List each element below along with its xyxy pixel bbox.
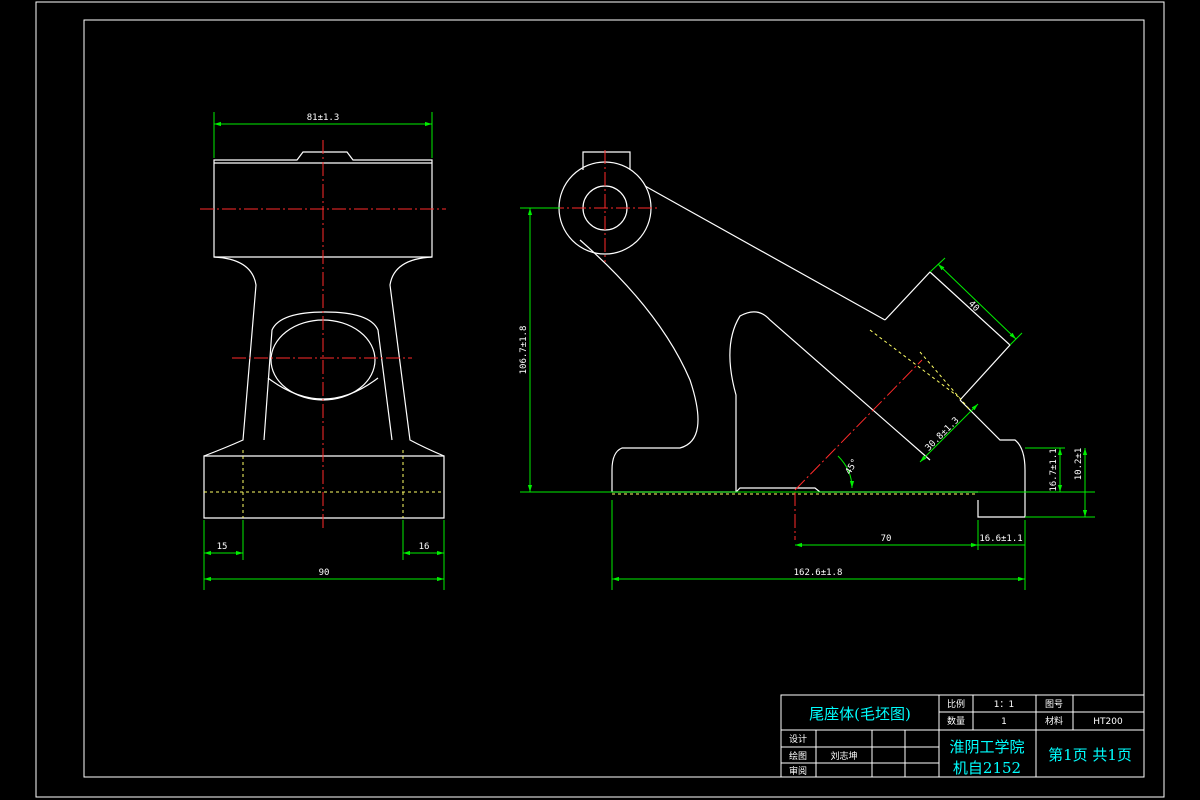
dim-front-flange-left: 15 — [217, 542, 228, 552]
inner-drawing-frame — [83, 19, 1145, 778]
dim-side-height: 106.7±1.8 — [519, 326, 529, 375]
qty-label: 数量 — [947, 715, 965, 727]
part-name: 尾座体(毛坯图) — [809, 705, 911, 723]
dim-front-flange-right: 16 — [419, 542, 430, 552]
review-label: 审阅 — [789, 765, 807, 777]
side-slot-lower — [959, 399, 1026, 518]
dim-front-width-bottom: 90 — [319, 568, 330, 578]
title-block: 尾座体(毛坯图) 比例 1：1 图号 数量 1 材料 HT200 设计 绘图 刘… — [780, 694, 1145, 778]
class-name: 机自2152 — [953, 759, 1021, 777]
front-neck-right — [389, 256, 445, 457]
dim-line-slant — [919, 403, 979, 463]
drawn-label: 绘图 — [789, 750, 807, 762]
dim-side-step: 16.6±1.1 — [979, 534, 1022, 544]
dim-ext — [929, 257, 946, 273]
side-slot-block — [884, 271, 1011, 401]
dim-side-slot-width: 40 — [966, 299, 981, 314]
side-center-slant — [794, 359, 923, 491]
dim-side-small-1: 16.7±1.1 — [1049, 448, 1059, 491]
front-top-block — [213, 151, 433, 258]
drawing-no-label: 图号 — [1045, 699, 1063, 710]
side-inner-web — [729, 311, 931, 492]
front-base — [203, 455, 445, 519]
front-inner-web — [263, 311, 393, 441]
design-label: 设计 — [789, 733, 807, 745]
title-block-border — [780, 694, 1145, 778]
dim-side-length: 162.6±1.8 — [794, 568, 843, 578]
qty-value: 1 — [1001, 717, 1007, 727]
outer-sheet-border — [35, 1, 1165, 798]
material-value: HT200 — [1093, 717, 1123, 727]
school-name: 淮阴工学院 — [949, 738, 1024, 756]
side-hidden-slot — [869, 329, 971, 411]
dim-line-slot-width — [937, 263, 1017, 340]
dim-side-small-2: 10.2±1 — [1074, 448, 1084, 481]
side-body-left — [579, 239, 699, 492]
dim-front-width-top: 81±1.3 — [307, 113, 340, 123]
dim-side-offset: 70 — [881, 534, 892, 544]
page-info: 第1页 共1页 — [1048, 746, 1132, 764]
scale-value: 1：1 — [994, 700, 1014, 710]
front-neck-left — [203, 256, 257, 457]
dim-angle-arc — [837, 455, 855, 489]
material-label: 材料 — [1045, 715, 1063, 727]
side-top-boss — [582, 151, 631, 170]
front-view: 81±1.3 15 16 90 — [200, 112, 446, 590]
dim-side-angle: 45° — [844, 457, 861, 476]
side-view: 106.7±1.8 162.6±1.8 70 16.6±1.1 16.7±1.1… — [519, 150, 1095, 590]
drawn-by: 刘志坤 — [830, 750, 857, 762]
scale-label: 比例 — [947, 698, 965, 710]
side-arm-top — [644, 185, 886, 321]
dim-side-slant: 30.8±1.3 — [924, 416, 962, 454]
